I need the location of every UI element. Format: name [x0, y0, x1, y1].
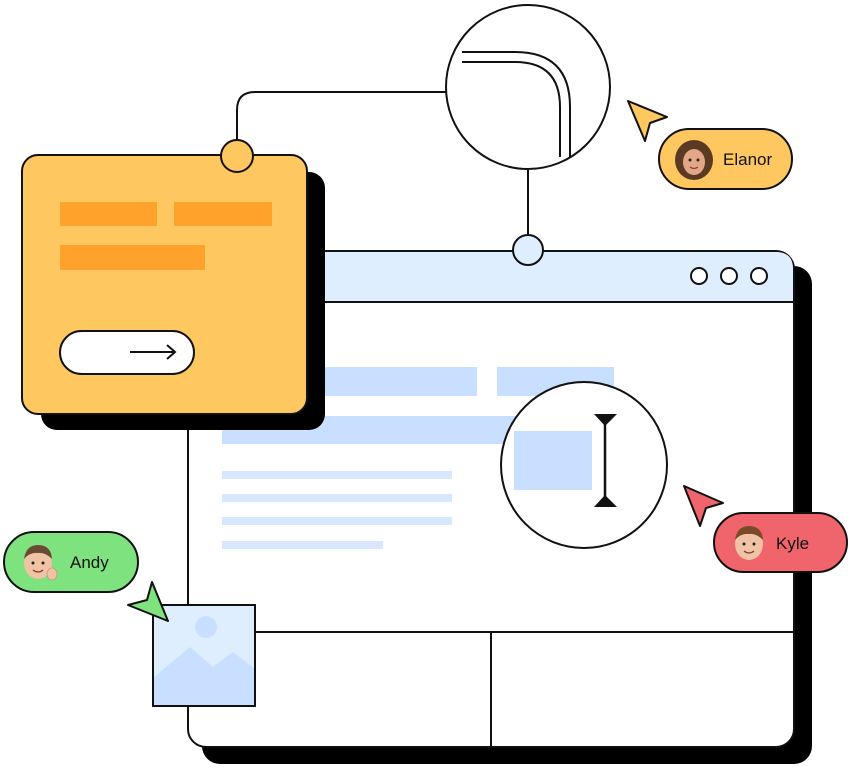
text-line-3 [222, 517, 452, 525]
text-cursor-magnifier [500, 381, 668, 549]
collaborator-andy: Andy [3, 531, 169, 622]
elanor-name-tag[interactable]: Elanor [658, 128, 793, 190]
card-arrow-button[interactable] [59, 330, 195, 375]
elanor-name-label: Elanor [723, 150, 772, 169]
window-dots-icon [690, 267, 768, 285]
collaborator-elanor: Elanor [627, 100, 793, 190]
andy-name-tag[interactable]: Andy [3, 531, 139, 593]
selected-text-highlight [514, 431, 592, 490]
orange-card-body [21, 154, 308, 415]
card-connector-node[interactable] [220, 139, 254, 173]
card-bar-1 [60, 202, 157, 226]
text-line-4 [222, 541, 383, 549]
title-bar-connector-node[interactable] [512, 234, 544, 266]
browser-title-bar [189, 252, 793, 302]
text-line-1 [222, 471, 452, 479]
andy-cursor-icon [127, 581, 169, 622]
corner-radius-magnifier [445, 4, 611, 170]
card-bar-2 [174, 202, 272, 226]
window-dot-2[interactable] [720, 267, 738, 285]
kyle-cursor-icon [683, 485, 724, 527]
connector-lines [236, 91, 529, 236]
kyle-name-tag[interactable]: Kyle [713, 512, 848, 573]
elanor-cursor-icon [627, 100, 668, 142]
image-placeholder-icon [152, 604, 256, 707]
bottom-panels [188, 631, 794, 747]
card-bar-3 [60, 245, 205, 270]
woman-curly-hair-avatar-icon [675, 140, 713, 180]
man-waving-avatar-icon [24, 545, 58, 581]
andy-name-label: Andy [70, 553, 109, 572]
browser-window [187, 234, 812, 764]
text-cursor-icon [594, 414, 617, 507]
text-line-2 [222, 494, 452, 502]
window-dot-1[interactable] [690, 267, 708, 285]
heading-bar-1 [305, 367, 477, 396]
window-dot-3[interactable] [750, 267, 768, 285]
man-brown-hair-avatar-icon [735, 526, 763, 560]
arrow-right-icon [130, 344, 177, 360]
kyle-name-label: Kyle [776, 534, 809, 553]
orange-card [21, 139, 325, 430]
corner-radius-icon [462, 51, 571, 157]
collaborator-kyle: Kyle [683, 485, 848, 573]
